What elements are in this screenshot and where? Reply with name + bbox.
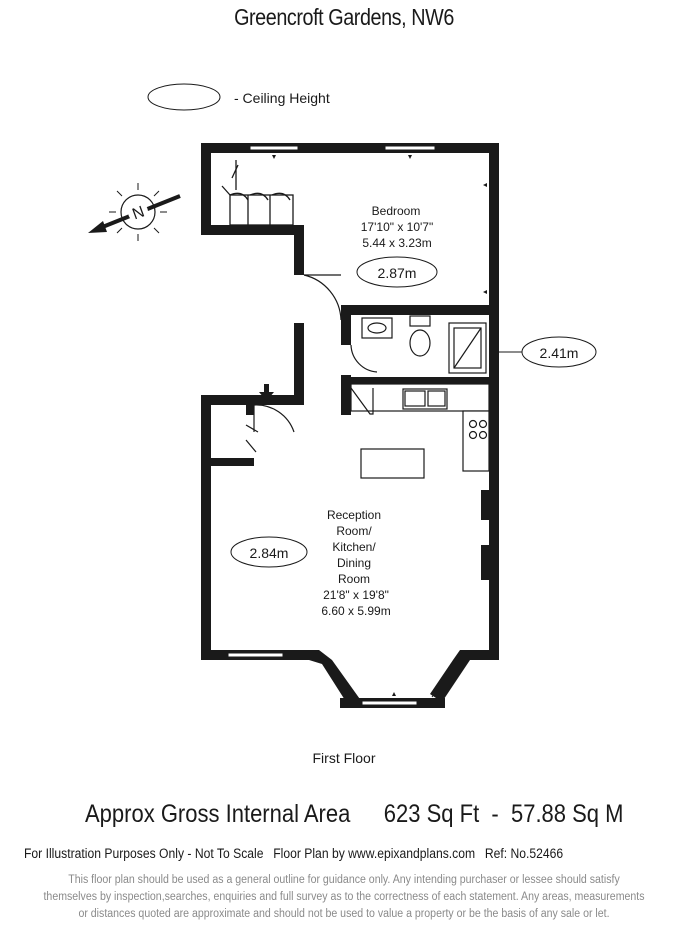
floor-plan: - Ceiling Height N xyxy=(88,83,597,708)
reception-name-1: Reception xyxy=(327,508,381,522)
legend-ellipse xyxy=(147,83,221,111)
bathroom-ceiling-ellipse xyxy=(521,336,597,368)
walls xyxy=(201,143,499,708)
gross-area-value: 623 Sq Ft - 57.88 Sq M xyxy=(383,800,624,828)
windows xyxy=(227,145,455,706)
bathroom-ceiling: 2.41m xyxy=(540,345,579,361)
plan-title: Greencroft Gardens, NW6 xyxy=(234,4,454,30)
window-markers xyxy=(272,155,487,696)
floor-label: First Floor xyxy=(312,750,376,766)
reception-imperial: 21'8" x 19'8" xyxy=(323,588,389,602)
reception-name-2: Room/ xyxy=(336,524,372,538)
disclaimer-line-1: This floor plan should be used as a gene… xyxy=(68,874,620,886)
floor-plan-credit: Floor Plan by www.epixandplans.com xyxy=(273,846,476,861)
kitchen-units xyxy=(350,383,490,479)
compass-icon: N xyxy=(88,183,181,241)
bathroom-fixtures xyxy=(350,315,487,374)
bedroom-metric: 5.44 x 3.23m xyxy=(362,236,431,250)
bedroom-imperial: 17'10" x 10'7" xyxy=(361,220,434,234)
compass-letter: N xyxy=(130,203,147,223)
entrance-door xyxy=(245,404,295,453)
reception-name-5: Room xyxy=(338,572,370,586)
reception-ceiling-ellipse xyxy=(230,536,308,568)
bedroom-ceiling: 2.87m xyxy=(378,265,417,281)
legend-label: - Ceiling Height xyxy=(234,90,330,106)
reference-number: Ref: No.52466 xyxy=(484,846,564,861)
entrance-arrow-icon xyxy=(259,384,274,401)
gross-area: Approx Gross Internal Area 623 Sq Ft - 57… xyxy=(85,800,623,829)
hall-door xyxy=(303,274,342,321)
reception-metric: 6.60 x 5.99m xyxy=(321,604,390,618)
reception-name-4: Dining xyxy=(337,556,371,570)
reception-ceiling: 2.84m xyxy=(250,545,289,561)
footer-line: For Illustration Purposes Only - Not To … xyxy=(24,846,569,861)
gross-area-label: Approx Gross Internal Area xyxy=(85,800,351,828)
reception-name-3: Kitchen/ xyxy=(332,540,376,554)
bedroom-name: Bedroom xyxy=(372,204,421,218)
wardrobes xyxy=(221,160,294,226)
illustration-note: For Illustration Purposes Only - Not To … xyxy=(24,846,264,861)
disclaimer-line-3: or distances quoted are approximate and … xyxy=(78,908,610,920)
disclaimer-line-2: themselves by inspection,searches, enqui… xyxy=(43,891,645,903)
bedroom-ceiling-ellipse xyxy=(356,256,438,288)
disclaimer: This floor plan should be used as a gene… xyxy=(0,872,688,923)
